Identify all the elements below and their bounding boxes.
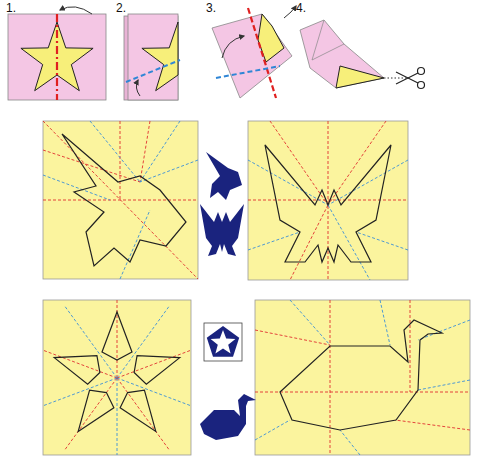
drawing-line — [255, 330, 330, 345]
drawing-line — [328, 160, 408, 205]
star-piece-outline — [78, 390, 114, 431]
star-crease-pattern — [43, 300, 191, 455]
step-four — [300, 20, 425, 89]
step-number: 3. — [206, 2, 216, 14]
drawing-line — [216, 66, 280, 78]
drawing-path — [60, 7, 92, 14]
valley-fold — [64, 305, 117, 378]
valley-fold — [117, 378, 118, 455]
drawing-polygon — [212, 14, 292, 98]
drawing-line — [328, 121, 386, 205]
drawing-line — [396, 72, 418, 83]
drawing-g — [43, 121, 198, 279]
star-piece-outline — [54, 356, 100, 385]
step-number: 4. — [296, 2, 306, 14]
star-piece-outline — [102, 312, 132, 360]
fish-icon — [206, 152, 242, 200]
drawing-polygon — [211, 330, 236, 354]
drawing-line — [140, 121, 150, 182]
drawing-line — [312, 20, 324, 60]
drawing-path — [284, 6, 296, 18]
drawing-line — [418, 380, 470, 390]
drawing-line — [120, 121, 121, 200]
drawing-polygon — [142, 22, 178, 91]
drawing-rect — [128, 14, 178, 100]
swan-icon — [200, 394, 256, 440]
star-piece-outline — [120, 390, 156, 431]
drawing-circle — [418, 68, 425, 75]
scissors-icon — [396, 68, 425, 89]
mountain-fold — [64, 378, 117, 451]
drawing-line — [396, 73, 418, 84]
drawing-line — [43, 121, 198, 279]
drawing-path — [206, 152, 242, 200]
butterfly-icon — [200, 204, 244, 256]
drawing-line — [395, 420, 470, 430]
drawing-line — [328, 205, 370, 280]
swan-crease-pattern — [255, 300, 470, 455]
drawing-line — [248, 160, 328, 205]
drawing-line — [312, 44, 344, 60]
drawing-rect — [43, 121, 198, 279]
drawing-g — [43, 300, 191, 455]
drawing-polygon — [207, 326, 239, 357]
drawing-path — [136, 80, 140, 96]
drawing-line — [43, 150, 140, 182]
drawing-line — [270, 121, 328, 205]
drawing-polygon — [280, 320, 442, 430]
drawing-line — [330, 300, 331, 455]
drawing-line — [90, 121, 140, 182]
drawing-polygon — [265, 145, 391, 262]
drawing-line — [126, 60, 180, 82]
drawing-line — [248, 8, 276, 98]
drawing-line — [43, 175, 110, 200]
drawing-line — [384, 78, 406, 79]
drawing-line — [255, 392, 470, 393]
drawing-g — [43, 121, 198, 279]
star-piece-outline — [134, 356, 180, 385]
drawing-polygon — [336, 66, 384, 88]
drawing-polygon — [300, 20, 384, 88]
step-number: 2. — [116, 2, 126, 14]
drawing-line — [255, 420, 290, 440]
drawing-g — [255, 300, 470, 455]
drawing-rect — [43, 300, 191, 455]
drawing-line — [418, 320, 470, 340]
drawing-line — [140, 121, 180, 182]
valley-fold — [117, 305, 170, 378]
drawing-rect — [248, 121, 408, 280]
butterfly-crease-pattern — [248, 121, 408, 280]
drawing-g — [248, 121, 408, 280]
step-three — [212, 6, 296, 98]
drawing-line — [290, 300, 330, 345]
drawing-rect — [255, 300, 470, 455]
drawing-line — [380, 300, 390, 345]
mountain-fold — [117, 378, 170, 451]
drawing-path — [200, 394, 256, 440]
drawing-line — [290, 205, 328, 280]
drawing-line — [328, 121, 329, 280]
step-two — [124, 14, 180, 100]
fish-crease-pattern — [43, 121, 198, 279]
drawing-polygon — [62, 134, 186, 266]
drawing-g — [54, 312, 180, 431]
drawing-line — [140, 160, 198, 182]
step-number: 1. — [6, 2, 16, 14]
drawing-line — [410, 300, 411, 392]
drawing-path — [200, 204, 244, 256]
drawing-rect — [8, 14, 106, 100]
drawing-line — [340, 430, 360, 455]
drawing-line — [248, 200, 408, 201]
drawing-path — [222, 36, 244, 58]
step-one — [8, 7, 106, 100]
star-icon — [204, 323, 242, 361]
drawing-g — [255, 300, 470, 455]
drawing-rect — [204, 323, 242, 361]
drawing-circle — [418, 82, 425, 89]
drawing-line — [56, 14, 58, 100]
drawing-line — [120, 210, 150, 279]
